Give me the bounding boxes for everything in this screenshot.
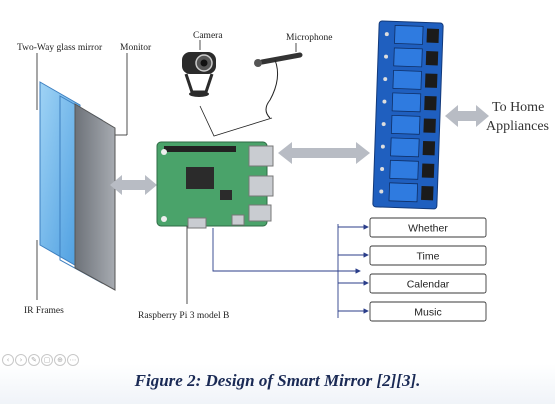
service-label: Whether <box>408 223 448 235</box>
relay-terminal <box>421 163 435 178</box>
service-label: Time <box>417 251 440 263</box>
relay-terminal <box>421 185 434 201</box>
relay-terminal <box>426 28 440 43</box>
service-box <box>369 273 487 294</box>
service-box <box>369 217 487 238</box>
watermark-band <box>0 364 555 404</box>
pi-to-services-line <box>212 228 361 274</box>
relay-appliance-arrow <box>445 105 489 127</box>
home-label-line1: To Home <box>492 100 544 115</box>
relay-terminal <box>425 51 439 66</box>
service-label: Music <box>414 307 441 319</box>
mirror-pi-arrow <box>110 175 157 195</box>
service-box <box>369 301 487 322</box>
relay-board <box>372 20 444 210</box>
mirror-assembly <box>39 81 116 291</box>
camera-icon: Camera <box>182 31 223 97</box>
figure-caption: Figure 2: Design of Smart Mirror [2][3]. <box>134 371 421 390</box>
raspberry-pi-board <box>156 141 274 229</box>
relay-terminal <box>422 140 436 156</box>
monitor-panel <box>74 103 116 291</box>
relay-led <box>384 54 389 59</box>
relay-module <box>393 47 423 68</box>
relay-module <box>388 182 419 203</box>
relay-terminal <box>424 96 437 111</box>
relay-module <box>390 114 421 135</box>
two-way-mirror-label: Two-Way glass mirror <box>17 43 103 53</box>
relay-led <box>380 167 385 172</box>
service-label: Calendar <box>407 279 450 291</box>
relay-led <box>382 99 387 104</box>
microphone-icon: Microphone <box>254 33 332 119</box>
pi-relay-arrow <box>278 142 370 164</box>
relay-module <box>390 137 420 158</box>
relay-led <box>383 77 388 82</box>
relay-module <box>392 69 422 90</box>
relay-led <box>380 144 385 149</box>
relay-terminal <box>424 73 438 88</box>
home-label-line2: Appliances <box>486 119 549 134</box>
service-box <box>369 245 487 266</box>
relay-led <box>381 122 386 127</box>
ir-frames-label: IR Frames <box>24 306 64 316</box>
relay-module <box>391 92 422 113</box>
microphone-label: Microphone <box>286 33 332 43</box>
camera-label: Camera <box>193 31 223 41</box>
raspberry-pi-label: Raspberry Pi 3 model B <box>138 311 229 321</box>
relay-led <box>379 189 384 194</box>
relay-terminal <box>423 118 436 133</box>
peripheral-wire <box>199 105 273 137</box>
relay-module <box>389 159 419 180</box>
relay-led <box>384 32 389 37</box>
relay-module <box>394 25 424 45</box>
monitor-label: Monitor <box>120 43 152 53</box>
